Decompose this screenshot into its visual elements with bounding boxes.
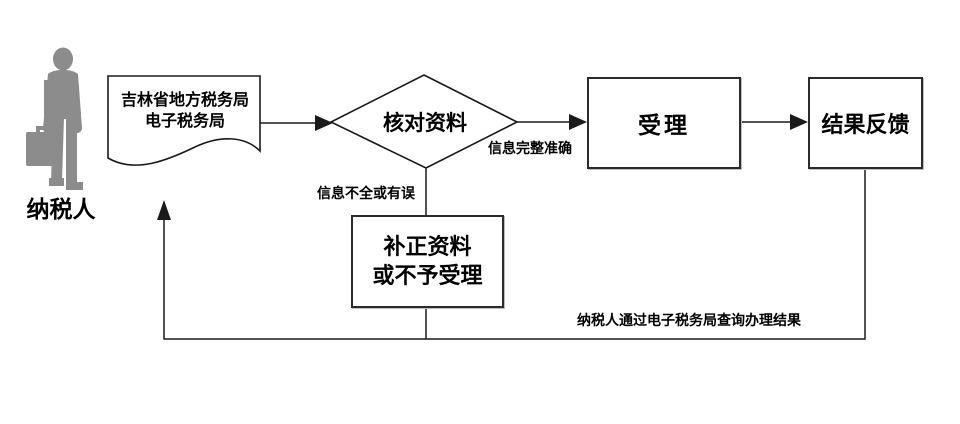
- node-accept: 受理: [587, 77, 741, 169]
- node-correction-line2: 或不予受理: [372, 263, 483, 289]
- connector-accept-to-feedback: [740, 114, 808, 130]
- edge-label-query-result: 纳税人通过电子税务局查询办理结果: [577, 313, 801, 329]
- connector-portal-to-check: [260, 115, 333, 131]
- connector-feedback-to-taxpayer: [157, 168, 866, 340]
- node-portal-label: 吉林省地方税务局 电子税务局: [112, 89, 258, 131]
- taxpayer-label: 纳税人: [26, 197, 96, 223]
- arrowhead-right-icon: [315, 115, 333, 131]
- node-check-label: 核对资料: [383, 111, 467, 135]
- portal-label-line1: 吉林省地方税务局: [120, 90, 249, 109]
- document-shape-portal: [107, 75, 261, 166]
- edge-label-info-incomplete: 信息不全或有误: [317, 186, 415, 202]
- node-result-feedback: 结果反馈: [808, 77, 923, 169]
- node-result-feedback-label: 结果反馈: [821, 113, 910, 138]
- edge-label-info-complete: 信息完整准确: [488, 141, 572, 157]
- arrowhead-right-icon: [790, 114, 808, 130]
- node-accept-label: 受理: [638, 113, 690, 139]
- arrowhead-right-icon: [569, 114, 587, 130]
- portal-label-line2: 电子税务局: [144, 111, 225, 130]
- taxpayer-person-icon: [26, 47, 83, 190]
- node-correction: 补正资料 或不予受理: [351, 215, 504, 308]
- node-correction-line1: 补正资料: [383, 234, 472, 260]
- arrowhead-up-icon: [157, 200, 171, 220]
- connector-check-to-accept: [517, 114, 587, 130]
